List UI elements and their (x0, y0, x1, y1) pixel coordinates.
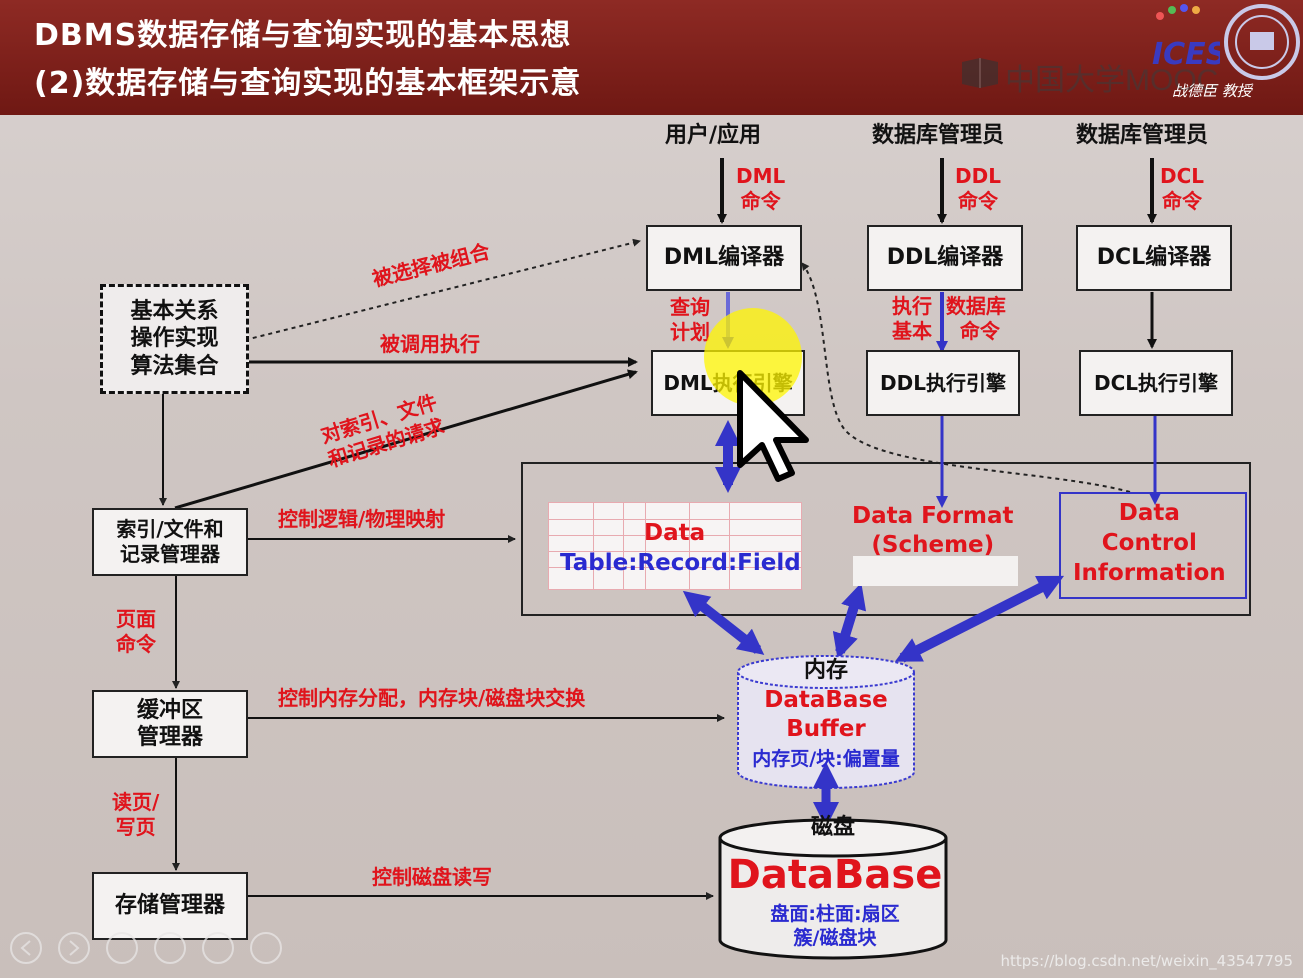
dml-compiler-box: DML编译器 (646, 225, 802, 291)
storage-manager-box: 存储管理器 (92, 872, 248, 940)
svg-text:ICES: ICES (1152, 37, 1220, 72)
logical-physical-label: 控制逻辑/物理映射 (278, 507, 446, 531)
query-plan-label: 查询计划 (670, 295, 710, 344)
author-name: 战德臣 教授 (1172, 82, 1252, 100)
disk-cylinder-top (718, 818, 948, 858)
actor-user-app: 用户/应用 (665, 123, 762, 148)
called-executed-label: 被调用执行 (380, 332, 480, 356)
memory-alloc-label: 控制内存分配，内存块/磁盘块交换 (278, 686, 586, 710)
selected-combined-arrow (244, 238, 641, 341)
ddl-engine-box: DDL执行引擎 (866, 350, 1020, 416)
scheme-thumbnail (853, 556, 1018, 586)
table-record-field-label: Table:Record:Field (560, 550, 801, 576)
slides-icon (154, 932, 186, 964)
data-table-thumbnail (548, 502, 802, 590)
disk-label: 磁盘 (810, 815, 855, 840)
slide-nav-controls[interactable] (8, 930, 298, 966)
slide-title: DBMS数据存储与查询实现的基本思想 (34, 18, 572, 53)
prev-slide-icon (10, 932, 42, 964)
mooc-watermark: 中国大学MOOC (1005, 64, 1219, 97)
disk-layout-label: 盘面:柱面:扇区簇/磁盘块 (770, 903, 900, 949)
actor-dba-ddl: 数据库管理员 (872, 123, 1005, 148)
mooc-logo-icon (962, 58, 998, 88)
buffer-manager-box: 缓冲区管理器 (92, 690, 248, 758)
database-label: DataBase (727, 852, 943, 898)
disk-cylinder-body (718, 838, 948, 960)
memory-label: 内存 (803, 658, 848, 683)
zoom-icon (202, 932, 234, 964)
more-icon (250, 932, 282, 964)
disk-rw-label: 控制磁盘读写 (372, 865, 492, 889)
ices-badge-icon: ICES (1152, 4, 1220, 72)
university-seal-icon (1224, 4, 1300, 80)
slide-header: DBMS数据存储与查询实现的基本思想 (2)数据存储与查询实现的基本框架示意 I… (0, 0, 1303, 115)
request-arrow (174, 369, 638, 510)
pen-icon (106, 932, 138, 964)
blog-watermark: https://blog.csdn.net/weixin_43547795 (1000, 952, 1293, 970)
memory-pages-label: 内存页/块:偏置量 (752, 748, 900, 770)
exec-db-command-label: 执行 数据库 基本 命令 (892, 294, 1006, 343)
dcl-compiler-box: DCL编译器 (1076, 225, 1232, 291)
data-area-frame (521, 462, 1251, 616)
dcl-engine-box: DCL执行引擎 (1079, 350, 1233, 416)
buffer-cylinder-top (737, 655, 915, 689)
format-buffer-arrow (832, 582, 867, 660)
read-write-label: 读页/写页 (112, 790, 160, 839)
data-format-label: Data Format(Scheme) (852, 503, 1014, 558)
data-label: Data (644, 520, 706, 546)
control-buffer-arrow (894, 575, 1065, 663)
ddl-compiler-box: DDL编译器 (867, 225, 1023, 291)
page-command-label: 页面命令 (116, 607, 156, 656)
algorithms-box: 基本关系操作实现算法集合 (100, 284, 249, 394)
actor-dba-dcl: 数据库管理员 (1076, 123, 1209, 148)
data-buffer-arrow (682, 590, 765, 655)
slide-subtitle: (2)数据存储与查询实现的基本框架示意 (34, 66, 582, 101)
index-file-record-manager-box: 索引/文件和记录管理器 (92, 508, 248, 576)
next-slide-icon (58, 932, 90, 964)
mouse-cursor-icon (737, 370, 809, 482)
